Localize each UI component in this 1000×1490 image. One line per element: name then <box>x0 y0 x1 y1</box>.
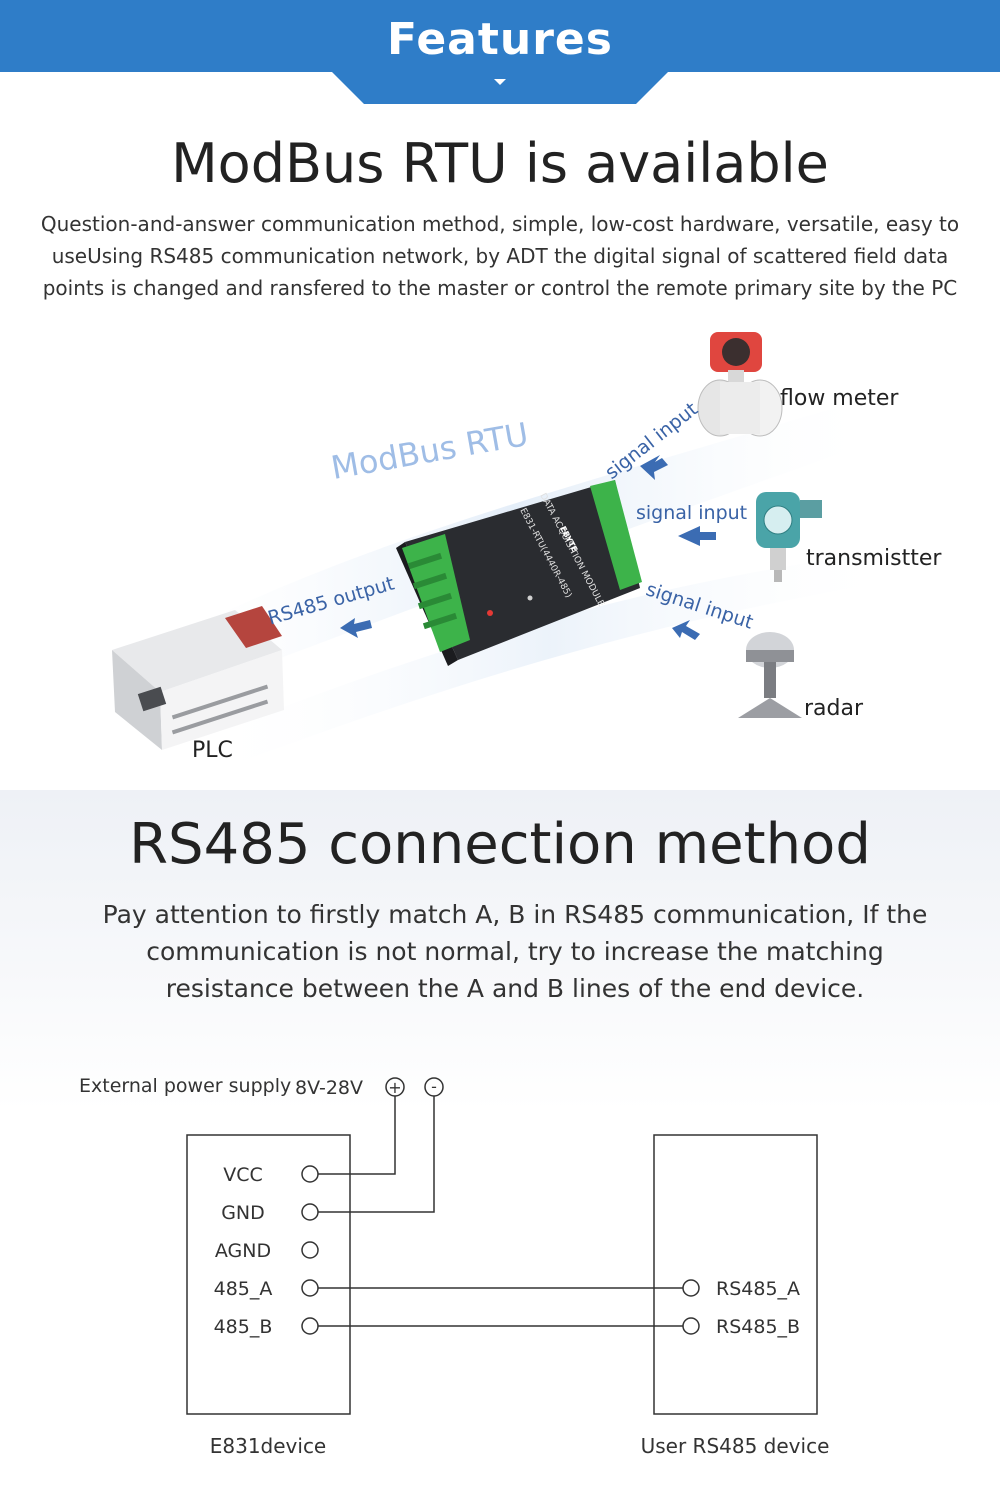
acquisition-module: DATA ACQUISITION MODULE E831-RTU(4440R-4… <box>396 480 642 666</box>
rs485-description: Pay attention to firstly match A, B in R… <box>80 896 950 1007</box>
pin-terminal-agnd <box>301 1241 319 1259</box>
pin-label-485b: 485_B <box>214 1316 273 1338</box>
radar-device <box>738 632 802 718</box>
plc-device <box>112 606 284 750</box>
signal-input-label-2: signal input <box>636 502 748 524</box>
section2-background <box>0 790 1000 1490</box>
flow-meter-device <box>697 332 783 437</box>
plc-label: PLC <box>192 738 233 763</box>
supply-voltage: 8V-28V <box>295 1077 363 1099</box>
description-line: Pay attention to firstly match A, B in R… <box>102 900 928 929</box>
wire-lines <box>318 1096 683 1327</box>
pin-label-gnd: GND <box>221 1202 265 1224</box>
pin-terminal-rs485a <box>682 1279 700 1297</box>
modbus-title: ModBus RTU is available <box>171 132 829 195</box>
description-line: points is changed and ransfered to the m… <box>42 276 958 300</box>
flow-meter-label: flow meter <box>780 386 899 411</box>
pin-terminal-vcc <box>301 1165 319 1183</box>
features-title: Features <box>387 14 613 65</box>
pin-label-rs485b: RS485_B <box>716 1316 800 1338</box>
e831-device-caption: E831device <box>210 1434 327 1458</box>
e831-device-box <box>186 1134 351 1415</box>
modbus-description: Question-and-answer communication method… <box>40 208 960 304</box>
user-device-box <box>653 1134 818 1415</box>
radar-label: radar <box>804 696 864 721</box>
pin-terminal-485b <box>301 1317 319 1335</box>
chevron-down-icon <box>494 79 506 85</box>
arrow-icon <box>340 455 716 640</box>
transmitter-label: transmistter <box>806 546 942 571</box>
pin-label-agnd: AGND <box>215 1240 271 1262</box>
description-line: Question-and-answer communication method… <box>40 212 960 236</box>
system-illustration: DATA ACQUISITION MODULE E831-RTU(4440R-4… <box>0 320 1000 790</box>
pin-terminal-485a <box>301 1279 319 1297</box>
description-line: useUsing RS485 communication network, by… <box>51 244 949 268</box>
rs485-title: RS485 connection method <box>129 812 871 877</box>
pin-label-485a: 485_A <box>214 1278 273 1300</box>
pin-label-vcc: VCC <box>223 1164 263 1186</box>
user-device-caption: User RS485 device <box>641 1434 830 1458</box>
wiring-diagram: External power supply 8V-28V + - VCC GND… <box>79 1075 830 1458</box>
features-banner <box>0 0 1000 104</box>
pin-label-rs485a: RS485_A <box>716 1278 800 1300</box>
description-line: communication is not normal, try to incr… <box>146 937 884 966</box>
pin-terminal-gnd <box>301 1203 319 1221</box>
transmitter-device <box>756 492 822 582</box>
minus-symbol: - <box>431 1077 437 1096</box>
plus-symbol: + <box>388 1078 401 1097</box>
supply-label: External power supply <box>79 1075 291 1097</box>
description-line: resistance between the A and B lines of … <box>165 974 865 1003</box>
pin-terminal-rs485b <box>682 1317 700 1335</box>
